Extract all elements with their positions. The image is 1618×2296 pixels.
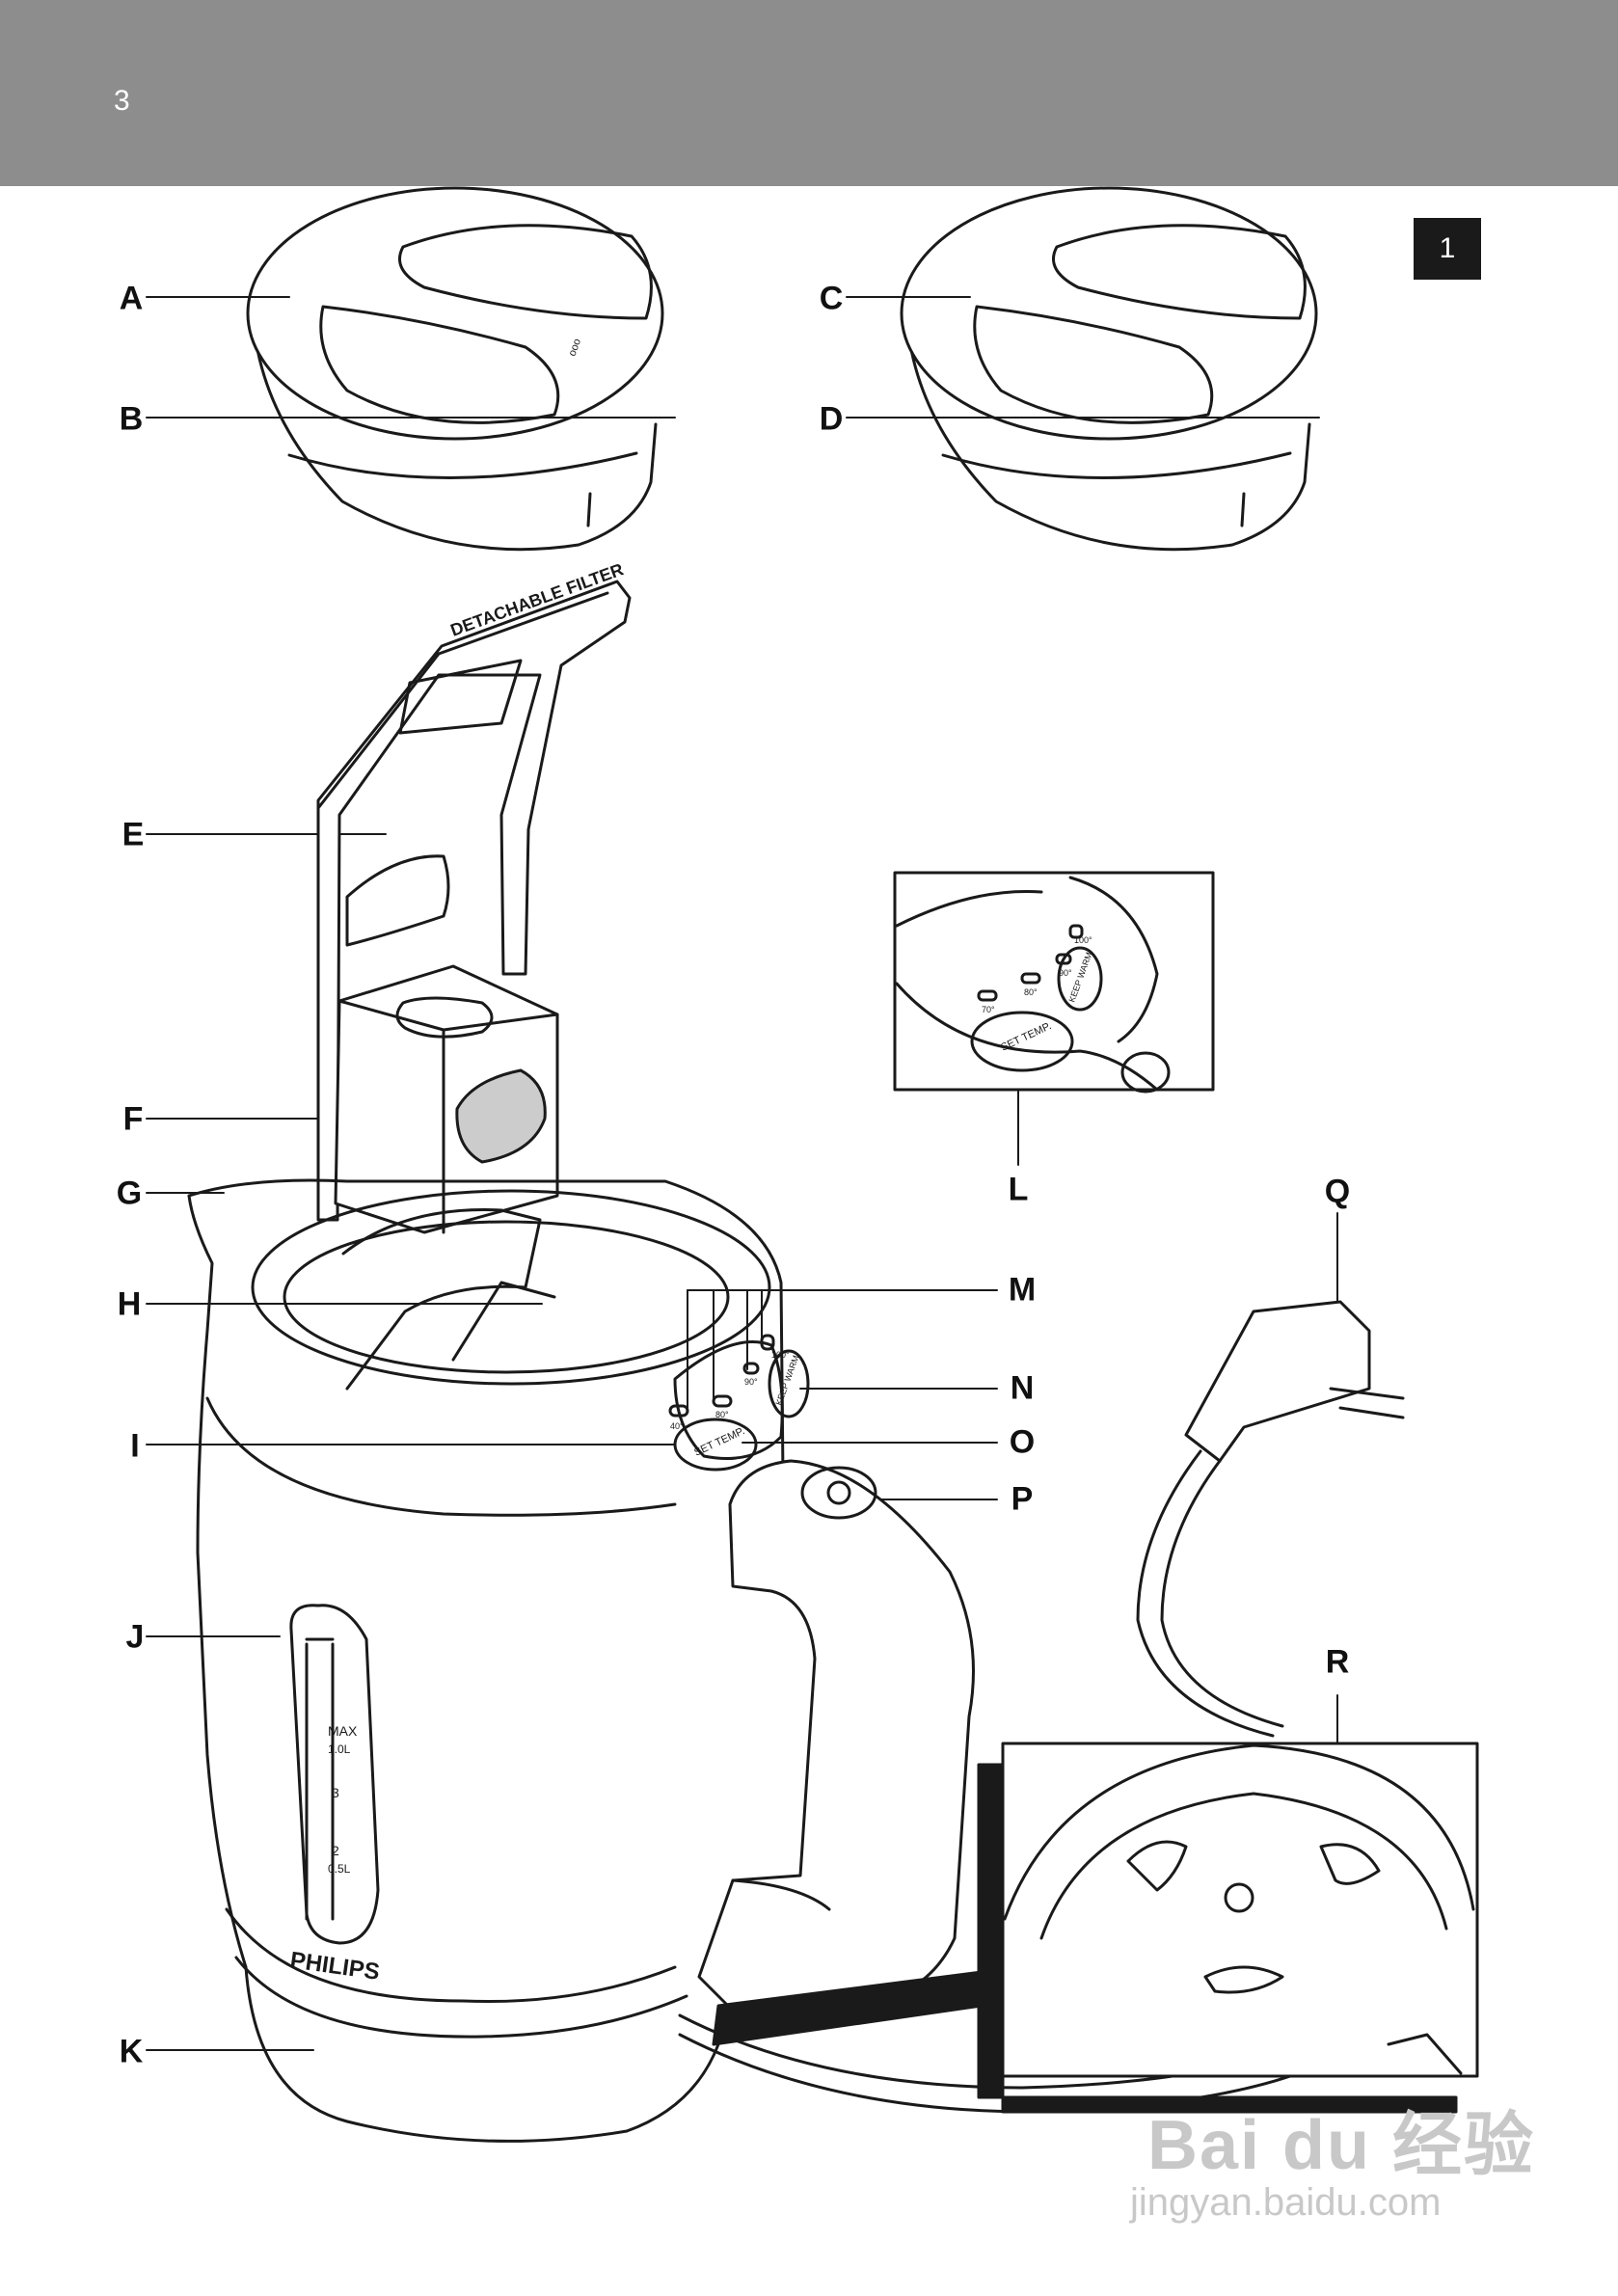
svg-text:ooo: ooo [567,338,584,358]
callout-h: H [117,1285,142,1323]
callout-f: F [122,1100,144,1138]
inset-temp-label: 70° [982,1005,995,1014]
temp-label: 40° [670,1421,684,1431]
page-header-bar: 3 [0,0,1618,186]
callout-p: P [1011,1480,1034,1518]
set-temp-label: SET TEMP. [692,1425,746,1459]
callout-b: B [119,400,144,438]
callout-g: G [116,1175,143,1212]
callout-q: Q [1324,1173,1351,1210]
lid-green-tea [900,186,1318,552]
water-level-cups: 2 [332,1843,339,1858]
callout-j: J [125,1618,145,1656]
temp-label: 100° [771,1350,790,1360]
callout-k: K [119,2033,144,2070]
water-level-litres: 1.0L [328,1742,351,1756]
inset-temp-label: 90° [1059,968,1072,978]
page-number: 3 [114,85,130,117]
callout-r: R [1325,1643,1350,1681]
callout-leaders [146,296,1338,2051]
watermark-logo: Bai du 经验 [1147,2107,1536,2184]
base-inset [712,1742,1479,2114]
temp-label: 90° [744,1377,758,1387]
watermark-url: jingyan.baidu.com [1130,2181,1442,2224]
temp-label: 80° [715,1410,729,1419]
water-level-cups: 3 [332,1785,339,1800]
lid-black-tea: ooo [246,186,664,552]
callout-d: D [819,400,844,438]
inset-temp-label: 80° [1024,987,1038,997]
callout-n: N [1010,1369,1035,1407]
figure-number-badge: 1 [1414,218,1481,280]
inset-temp-label: 100° [1074,935,1092,945]
callout-e: E [121,816,145,853]
callout-c: C [819,280,844,317]
callout-a: A [119,280,144,317]
control-panel-inset [893,871,1215,1094]
water-level-litres: 0.5L [328,1862,351,1876]
detachable-filter [316,580,632,1234]
callout-m: M [1008,1271,1037,1309]
callout-l: L [1008,1171,1029,1208]
callout-i: I [130,1427,140,1465]
kettle-body [187,1178,975,2143]
callout-o: O [1009,1423,1036,1461]
water-level-cups: MAX [328,1723,358,1739]
brand-logo: PHILIPS [288,1947,381,1985]
